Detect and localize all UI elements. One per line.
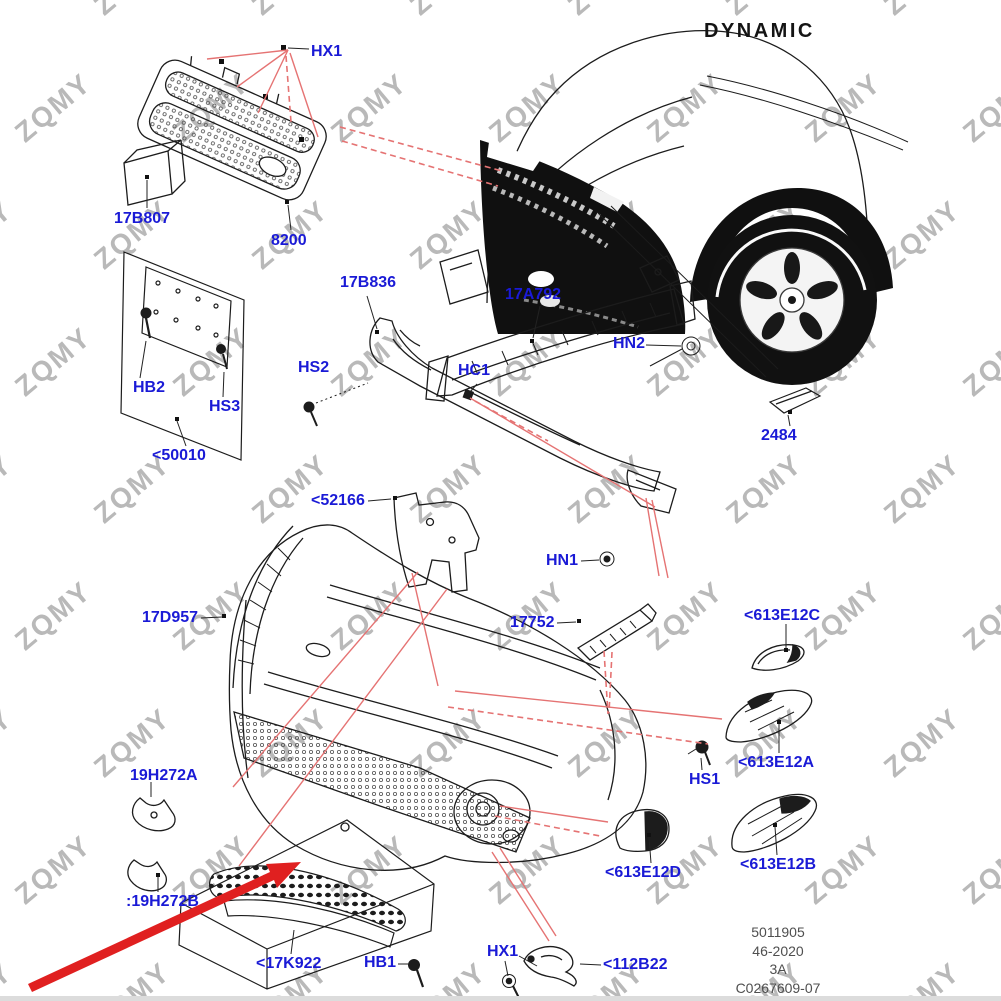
strip-17752-drawing xyxy=(576,603,657,661)
part-label-hs1: HS1 xyxy=(689,771,721,788)
part-label-hn2: HN2 xyxy=(613,335,646,352)
hook-19h272b-drawing xyxy=(127,859,167,892)
part-label-613e12a: <613E12A xyxy=(738,754,815,771)
trim-613e12a-drawing xyxy=(725,689,813,743)
part-label-19h272b: :19H272B xyxy=(126,893,199,910)
leader-lines xyxy=(139,47,791,977)
part-label-613e12d: <613E12D xyxy=(605,864,682,881)
part-label-2484: 2484 xyxy=(761,427,797,444)
info-line-week: 46-2020 xyxy=(752,942,804,959)
info-line-sheet: 3A xyxy=(769,961,787,977)
part-label-613e12b: <613E12B xyxy=(740,856,817,873)
bumper-corner-bracket-drawing xyxy=(626,469,677,514)
part-label-hb2: HB2 xyxy=(133,379,166,396)
hook-19h272a-drawing xyxy=(131,797,176,832)
part-label-hx1-top: HX1 xyxy=(311,43,343,60)
part-label-17d957: 17D957 xyxy=(142,609,199,626)
front-wheel-drawing xyxy=(690,187,893,385)
screw-hs3-drawing xyxy=(216,344,228,370)
trim-613e12c-drawing xyxy=(751,644,805,671)
part-label-17752: 17752 xyxy=(510,614,555,631)
clip-hc1-drawing xyxy=(462,388,475,401)
leader-anchor-dots xyxy=(145,45,792,877)
grille-8200-drawing xyxy=(137,56,327,201)
part-label-hx1-bottom: HX1 xyxy=(487,943,519,960)
part-label-hb1: HB1 xyxy=(364,954,397,971)
screw-hx1-drawing xyxy=(502,974,520,999)
bolt-hb1-drawing xyxy=(408,959,425,988)
screw-hs2-drawing xyxy=(303,382,369,427)
plate-info-block: 5011905 46-2020 3A C0267609-07 xyxy=(716,923,840,997)
bezel-613e12d-drawing xyxy=(615,809,670,853)
red-dashed-lines xyxy=(285,55,709,837)
bracket-17b807-drawing xyxy=(123,139,186,206)
vehicle-front-drawing xyxy=(480,30,909,385)
bracket-112b22-drawing xyxy=(523,946,577,987)
bumper-cover-17d957-drawing xyxy=(228,524,647,871)
part-label-hn1: HN1 xyxy=(546,552,579,569)
part-label-8200: 8200 xyxy=(271,232,307,249)
part-label-hs3: HS3 xyxy=(209,398,241,415)
bracket-52166-drawing xyxy=(393,492,480,593)
nut-hn1-drawing xyxy=(599,551,615,567)
part-label-112b22: <112B22 xyxy=(603,956,668,973)
part-label-613e12c: <613E12C xyxy=(744,607,821,624)
part-label-17a792: 17A792 xyxy=(505,286,562,303)
bolt-hb2-drawing xyxy=(140,307,152,339)
beam-17a792-drawing xyxy=(425,249,696,402)
part-label-hs2: HS2 xyxy=(298,359,330,376)
part-label-17b807: 17B807 xyxy=(114,210,171,227)
part-label-52166: <52166 xyxy=(311,492,365,509)
part-label-17b836: 17B836 xyxy=(340,274,397,291)
nut-hn2-drawing xyxy=(649,336,701,367)
part-label-hc1: HC1 xyxy=(458,362,491,379)
variant-banner: DYNAMIC xyxy=(704,20,815,42)
screw-hs1-drawing xyxy=(687,740,711,766)
trim-613e12b-drawing xyxy=(731,793,818,853)
part-label-17k922: <17K922 xyxy=(256,955,322,972)
red-leader-lines xyxy=(206,49,723,942)
info-line-release: 5011905 xyxy=(751,924,805,940)
part-label-50010: <50010 xyxy=(152,447,206,464)
highlight-arrow xyxy=(28,862,301,992)
bottom-edge-strip xyxy=(0,996,1001,1001)
info-line-drawing: C0267609-07 xyxy=(735,979,821,996)
part-label-19h272a: 19H272A xyxy=(130,767,198,784)
plate-bracket-50010-drawing xyxy=(120,251,245,461)
bracket-2484-drawing xyxy=(768,387,822,414)
